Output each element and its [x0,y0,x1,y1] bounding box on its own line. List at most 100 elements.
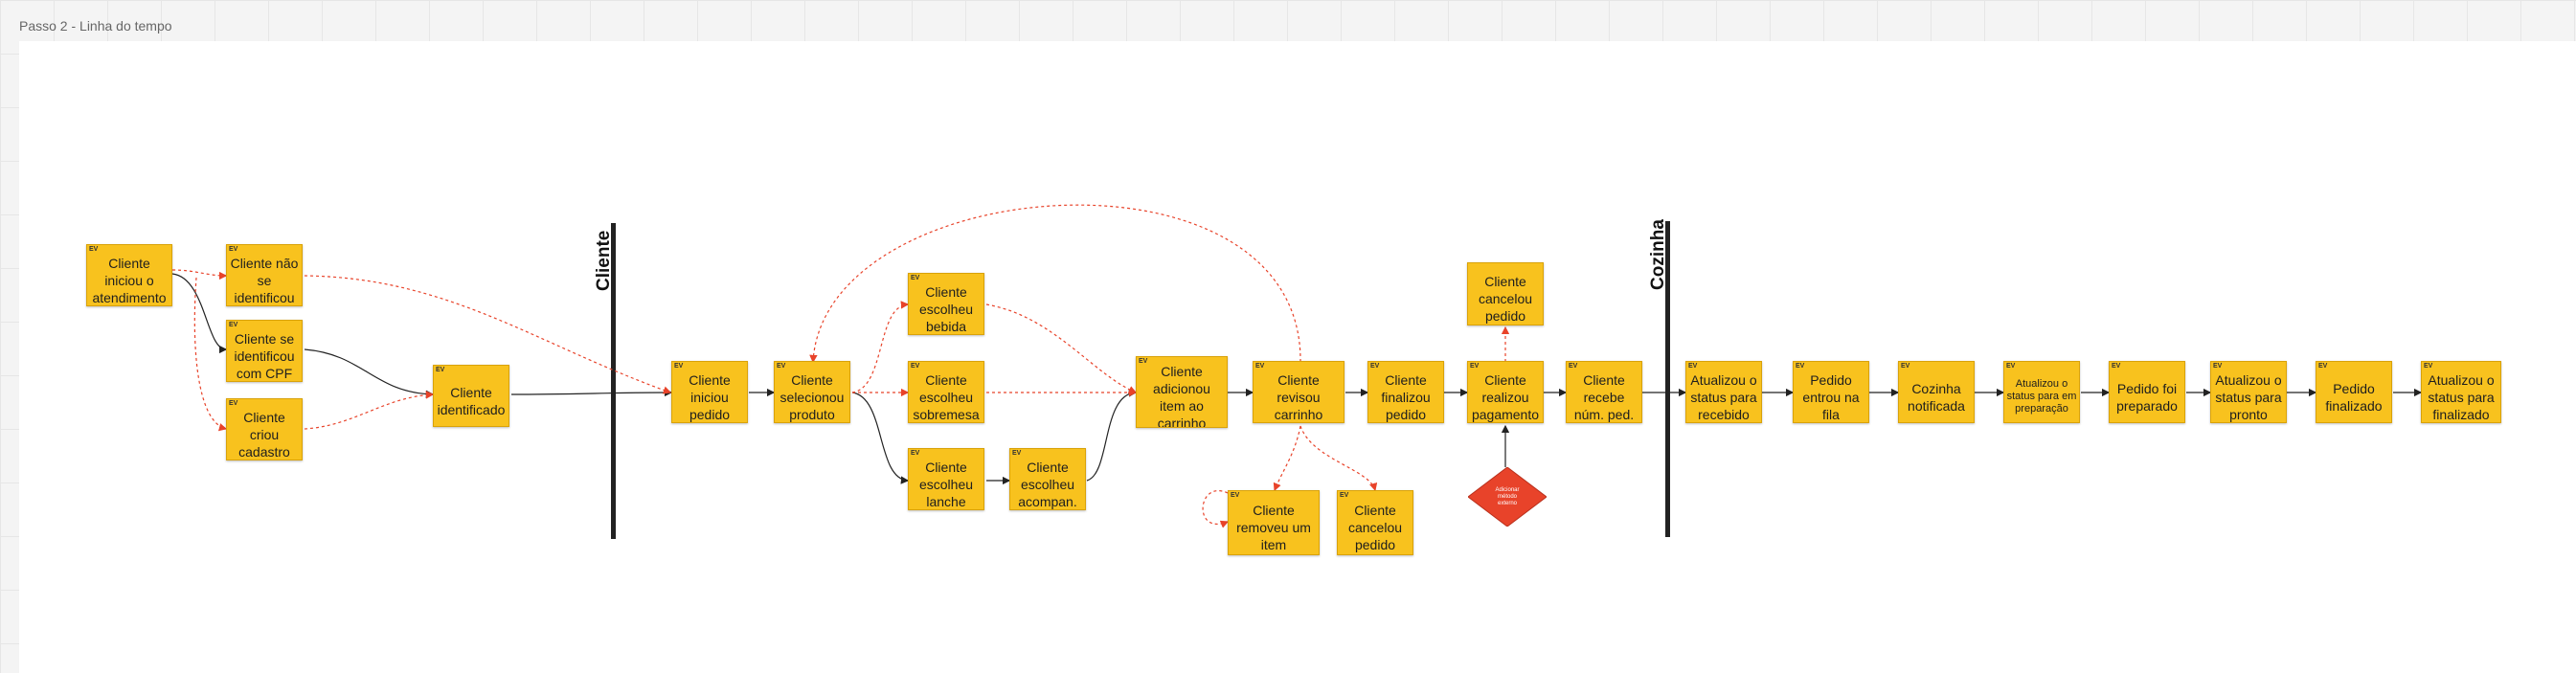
event-tag: EV [229,322,238,328]
event-tag: EV [674,363,684,370]
board-frame [19,41,2576,673]
dotted-bebida-adicionou [985,303,1138,393]
event-tag: EV [436,367,445,373]
dotted-revisou-removeu [1273,425,1301,492]
dotted-inicio-naoidentificou [171,269,228,280]
dotted-inicio-criou [193,277,228,432]
frame-title: Passo 2 - Linha do tempo [19,18,172,34]
event-pedido-finalizado[interactable]: EV Pedido finalizado [2316,361,2392,423]
event-pedido-preparado[interactable]: EV Pedido foi preparado [2109,361,2185,423]
dotted-criou-identificado [304,391,435,430]
event-tag: EV [1901,363,1910,370]
event-tag: EV [1340,492,1349,499]
event-tag: EV [1139,358,1148,365]
event-tag: EV [229,400,238,407]
lane-divider-cliente [611,223,616,539]
arrow-acompan-adicionou [1086,389,1138,482]
note-text: Atualizou o status para recebido [1690,371,1757,422]
event-cliente-iniciou-pedido[interactable]: EV Cliente iniciou pedido [671,361,748,423]
note-text: Cliente escolheu sobremesa [913,371,980,422]
note-text: Cliente finalizou pedido [1381,371,1431,422]
event-tag: EV [2424,363,2433,370]
event-cliente-revisou-carrinho[interactable]: EV Cliente revisou carrinho [1253,361,1344,423]
dotted-revisou-selecionou [809,204,1301,364]
event-tag: EV [2006,363,2016,370]
event-cliente-escolheu-acompan[interactable]: EV Cliente escolheu acompan. [1009,448,1086,510]
note-text: Cliente escolheu bebida [918,283,974,334]
note-text: Pedido foi preparado [2116,380,2178,414]
event-cliente-escolheu-lanche[interactable]: EV Cliente escolheu lanche [908,448,984,510]
note-text: Cliente cancelou pedido [1347,503,1403,552]
arrow-identificado-iniciou [510,388,673,397]
note-text: Cliente se identificou com CPF [234,330,295,381]
note-text: Cliente não se identificou [230,255,299,305]
event-cliente-cancelou-pedido-pagamento[interactable]: Cliente cancelou pedido [1467,262,1544,325]
note-text: Cliente criou cadastro [238,409,290,460]
event-tag: EV [2112,363,2121,370]
note-text: Cliente selecionou produto [780,371,845,422]
note-text: Atualizou o status para finalizado [2428,371,2495,422]
note-text: Cliente removeu um item [1236,503,1311,552]
event-cliente-adicionou-item[interactable]: EV Cliente adicionou item ao carrinho [1136,356,1228,428]
event-tag: EV [777,363,786,370]
event-tag: EV [89,246,99,253]
event-tag: EV [1012,450,1022,457]
event-cozinha-notificada[interactable]: EV Cozinha notificada [1898,361,1975,423]
event-tag: EV [1569,363,1578,370]
decision-diamond[interactable]: Adicionar método externo [1467,466,1548,527]
event-cliente-nao-identificou[interactable]: EV Cliente não se identificou [226,244,303,306]
arrow-inicio-cpf [171,273,228,354]
event-tag: EV [2213,363,2223,370]
note-text: Cliente escolheu lanche [918,459,974,509]
event-tag: EV [229,246,238,253]
arrow-cpf-identificado [304,348,435,398]
note-text: Pedido finalizado [2325,380,2383,414]
note-text: Cliente iniciou o atendimento [92,255,167,305]
event-tag: EV [1255,363,1265,370]
note-text: Cliente realizou pagamento [1471,371,1540,422]
dotted-selecionou-bebida [851,301,910,393]
event-tag: EV [1231,492,1240,499]
dotted-revisou-cancelou [1299,425,1378,492]
lane-divider-cozinha [1665,221,1670,537]
note-text: Cliente revisou carrinho [1274,371,1323,422]
event-cliente-cancelou-pedido-carrinho[interactable]: EV Cliente cancelou pedido [1337,490,1413,555]
event-cliente-removeu-item[interactable]: EV Cliente removeu um item [1228,490,1320,555]
event-cliente-identificado[interactable]: EV Cliente identificado [433,365,509,427]
event-tag: EV [1470,363,1480,370]
lane-label-cozinha: Cozinha [1648,219,1668,290]
event-tag: EV [911,450,920,457]
event-tag: EV [1796,363,1805,370]
note-text: Cliente identificado [437,384,506,417]
note-text: Cliente recebe núm. ped. [1573,371,1635,422]
note-text: Cliente iniciou pedido [689,371,731,422]
lane-label-cliente: Cliente [594,230,614,291]
decision-label: Adicionar método externo [1495,486,1520,506]
note-text: Atualizou o status para pronto [2215,371,2282,422]
note-text: Pedido entrou na fila [1802,371,1860,422]
event-tag: EV [1370,363,1380,370]
note-text: Cliente adicionou item ao carrinho [1153,363,1210,428]
event-cliente-identificou-cpf[interactable]: EV Cliente se identificou com CPF [226,320,303,382]
note-text: Cozinha notificada [1908,380,1965,414]
note-text: Cliente cancelou pedido [1478,274,1533,324]
note-text: Cliente escolheu acompan. [1018,459,1077,509]
dotted-removeu-loop [1202,490,1230,528]
event-tag: EV [911,363,920,370]
event-cliente-iniciou-atendimento[interactable]: EV Cliente iniciou o atendimento [86,244,172,306]
event-tag: EV [2318,363,2328,370]
event-tag: EV [1688,363,1698,370]
